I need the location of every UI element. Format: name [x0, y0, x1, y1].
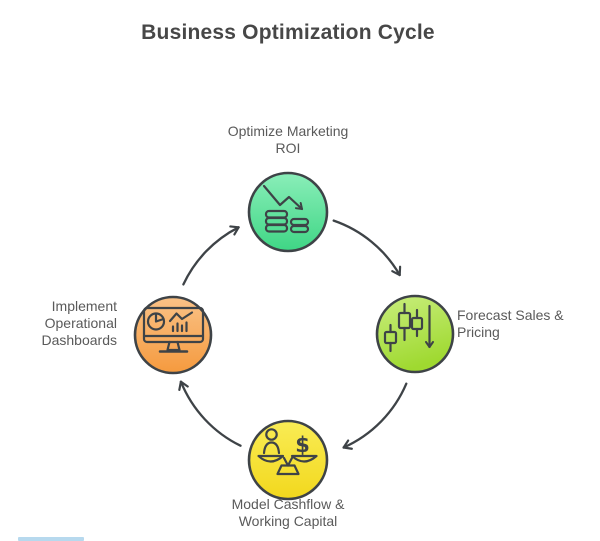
cycle-arrows — [178, 219, 408, 450]
dashboard-monitor-icon — [142, 306, 205, 353]
partial-bottom-strip — [18, 537, 84, 541]
candlestick-chart-down-arrow-icon — [383, 302, 434, 353]
node-label-optimize-marketing-roi: Optimize Marketing ROI — [227, 123, 349, 156]
node-optimize-marketing-roi — [247, 171, 329, 253]
node-forecast-sales-pricing — [375, 294, 455, 374]
node-implement-operational-dashboards — [133, 295, 213, 375]
page-title: Business Optimization Cycle — [141, 21, 435, 44]
arrow-left-to-top — [182, 225, 240, 286]
declining-profit-chart-coins-icon — [262, 184, 310, 234]
balance-scale-person-dollar-icon: $ — [257, 428, 318, 476]
node-circle-right — [375, 294, 455, 374]
arrow-right-to-bottom — [342, 382, 408, 450]
node-label-implement-operational-dashboards: Implement Operational Dashboards — [41, 298, 118, 348]
node-circle-top — [247, 171, 329, 253]
arrow-bottom-to-left — [178, 380, 242, 447]
node-label-model-cashflow-working-capital: Model Cashflow & Working Capital — [231, 496, 345, 529]
node-circle-bottom — [247, 419, 329, 501]
node-label-forecast-sales-pricing: Forecast Sales & Pricing — [457, 307, 564, 340]
node-model-cashflow-working-capital: $ — [247, 419, 329, 501]
arrow-top-to-right — [332, 219, 402, 277]
diagram-graphics: $ — [133, 171, 455, 501]
dollar-sign-glyph: $ — [295, 433, 310, 457]
